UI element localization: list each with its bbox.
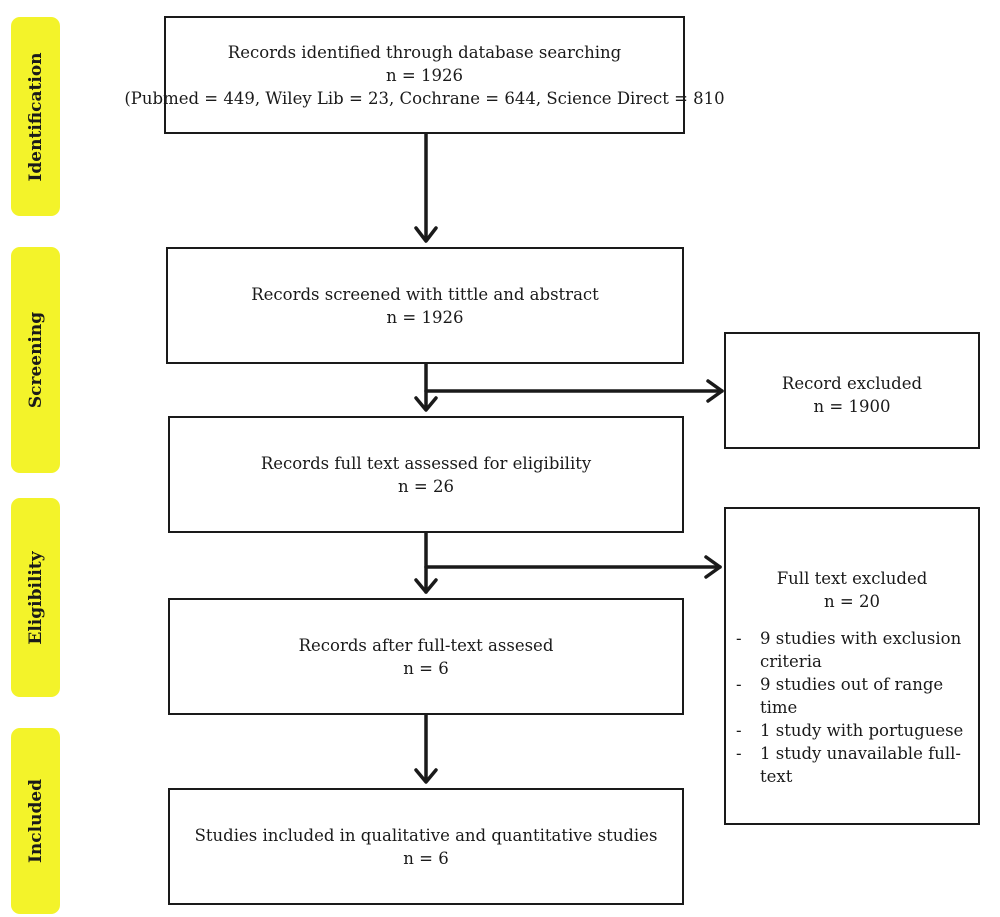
list-item: 9 studies out of range time bbox=[736, 673, 978, 719]
box-records-after-fulltext: Records after full-text assesed n = 6 bbox=[168, 598, 684, 715]
box-title: Records screened with tittle and abstrac… bbox=[251, 284, 599, 304]
phase-included: Included bbox=[11, 728, 60, 914]
box-fulltext-excluded: Full text excluded n = 20 9 studies with… bbox=[724, 507, 980, 825]
box-count: n = 1926 bbox=[386, 307, 464, 327]
box-count: n = 1900 bbox=[813, 397, 891, 416]
exclusion-reasons-list: 9 studies with exclusion criteria 9 stud… bbox=[726, 627, 978, 788]
box-title: Records after full-text assesed bbox=[298, 635, 554, 655]
box-records-screened: Records screened with tittle and abstrac… bbox=[166, 247, 684, 364]
list-item: 1 study unavailable full-text bbox=[736, 742, 978, 788]
box-count: n = 6 bbox=[403, 848, 449, 868]
box-fulltext-assessed: Records full text assessed for eligibili… bbox=[168, 416, 684, 533]
box-title: Records full text assessed for eligibili… bbox=[260, 453, 592, 473]
box-count: n = 20 bbox=[824, 592, 880, 611]
phase-identification: Identification bbox=[11, 17, 60, 216]
box-count: n = 26 bbox=[398, 476, 454, 496]
list-item: 9 studies with exclusion criteria bbox=[736, 627, 978, 673]
box-title: Studies included in qualitative and quan… bbox=[194, 825, 658, 845]
phase-eligibility: Eligibility bbox=[11, 498, 60, 697]
phase-screening: Screening bbox=[11, 247, 60, 473]
box-studies-included: Studies included in qualitative and quan… bbox=[168, 788, 684, 905]
box-count: n = 1926 bbox=[386, 65, 463, 85]
box-title: Records identified through database sear… bbox=[227, 42, 622, 62]
box-record-excluded: Record excluded n = 1900 bbox=[724, 332, 980, 449]
box-sources: (Pubmed = 449, Wiley Lib = 23, Cochrane … bbox=[124, 88, 725, 108]
list-item: 1 study with portuguese bbox=[736, 719, 978, 742]
box-records-identified: Records identified through database sear… bbox=[124, 16, 725, 134]
box-title: Record excluded bbox=[781, 374, 923, 393]
box-count: n = 6 bbox=[403, 658, 449, 678]
box-title: Full text excluded bbox=[776, 569, 928, 588]
